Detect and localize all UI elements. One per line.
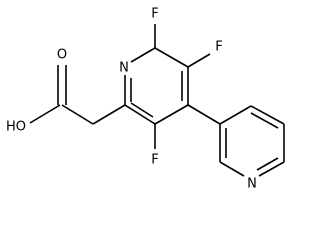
- bond-ho-c: [29, 104, 61, 124]
- bond-c3-c2: [124, 104, 156, 125]
- atom-label-f-top-right: F: [215, 40, 222, 55]
- bond-p6-n: [258, 161, 285, 177]
- bond-c4-c3: [154, 104, 189, 125]
- bond-c5-f: [187, 53, 211, 68]
- bond-n-p4: [219, 161, 245, 177]
- bond-ch2-ring: [92, 104, 126, 125]
- bond-p2-p1-inner: [250, 112, 279, 129]
- atom-label-f-bottom: F: [151, 153, 158, 168]
- bond-n1-c6: [130, 47, 156, 63]
- atom-label-f-top-left: F: [151, 7, 158, 22]
- chemical-structure: HO O N F F F N: [6, 7, 285, 192]
- bond-c-ch2: [61, 104, 94, 125]
- bonds: [29, 24, 285, 177]
- bond-c3-c2-inner: [130, 102, 154, 118]
- atom-labels: HO O N F F F N: [6, 7, 257, 192]
- bond-p6-n-inner: [256, 157, 279, 171]
- bond-p3-p2: [219, 105, 252, 125]
- bond-ring-ring: [187, 104, 221, 125]
- bond-c6-c5: [154, 47, 189, 68]
- atom-label-o: O: [57, 48, 67, 63]
- atom-label-n-ring1: N: [119, 61, 129, 76]
- atom-label-oh: HO: [6, 120, 26, 135]
- bond-p2-p1: [250, 105, 285, 125]
- atom-label-n-ring2: N: [247, 177, 257, 192]
